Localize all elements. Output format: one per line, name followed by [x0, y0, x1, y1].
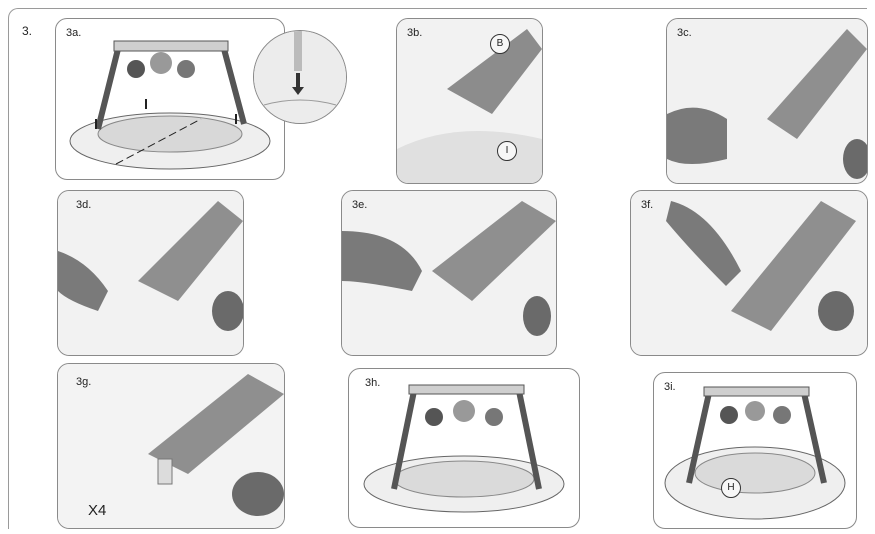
zoom-detail-circle	[253, 30, 347, 124]
leg-into-loop-photo	[397, 19, 542, 183]
hand-pulling-strap-photo	[667, 19, 867, 183]
panel-3a: 3a.	[55, 18, 285, 180]
panel-3e-label: 3e.	[352, 199, 367, 211]
hand-fastening-strap-photo	[342, 191, 556, 355]
panel-3g: 3g. X4	[57, 363, 285, 529]
playgym-assembly-illustration	[56, 19, 284, 179]
panel-3b: 3b. B I	[396, 18, 543, 184]
panel-3b-label: 3b.	[407, 27, 422, 39]
step-number: 3.	[22, 24, 32, 38]
panel-3d-label: 3d.	[76, 199, 91, 211]
callout-b: B	[490, 34, 510, 54]
panel-3a-label: 3a.	[66, 27, 81, 39]
finished-playgym-illustration	[654, 373, 856, 528]
panel-3e: 3e.	[341, 190, 557, 356]
panel-3g-label: 3g.	[76, 376, 91, 388]
panel-3f: 3f.	[630, 190, 868, 356]
hand-threading-strap-photo	[58, 191, 243, 355]
panel-3d: 3d.	[57, 190, 244, 356]
assembled-playgym-illustration	[349, 369, 579, 527]
panel-3h-label: 3h.	[365, 377, 380, 389]
hand-securing-leg-photo	[631, 191, 867, 355]
panel-3i: 3i. H	[653, 372, 857, 529]
panel-3c-label: 3c.	[677, 27, 692, 39]
callout-i: I	[497, 141, 517, 161]
repeat-count-x4: X4	[88, 502, 106, 519]
panel-3f-label: 3f.	[641, 199, 653, 211]
panel-3c: 3c.	[666, 18, 868, 184]
callout-h: H	[721, 478, 741, 498]
panel-3h: 3h.	[348, 368, 580, 528]
panel-3i-label: 3i.	[664, 381, 676, 393]
